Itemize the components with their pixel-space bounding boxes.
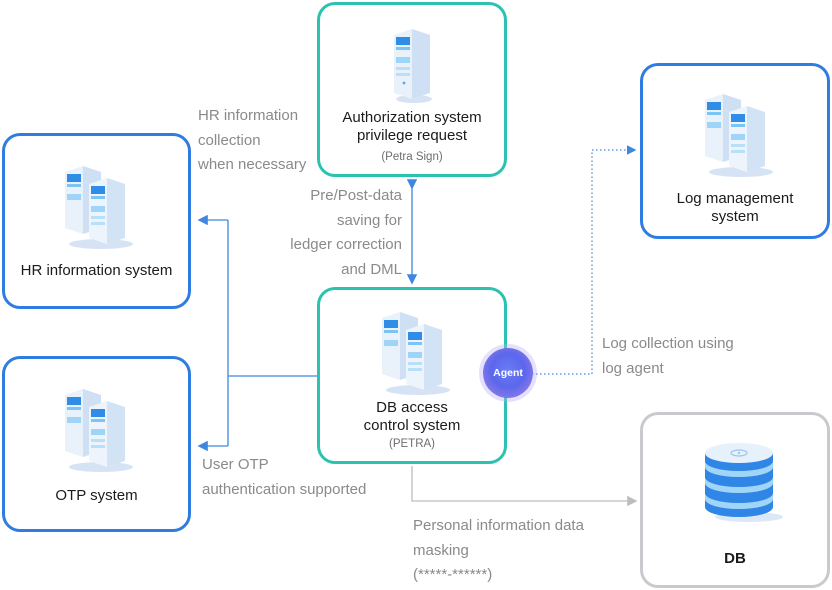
db-title: DB xyxy=(724,550,746,567)
log-management-title-line1: Log management xyxy=(676,190,794,207)
db-access-title-line1: DB access xyxy=(376,399,448,416)
log-collection-note: Log collection using log agent xyxy=(602,335,734,377)
hr-system-node: HR information system xyxy=(2,133,191,309)
authorization-title-line1: Authorization system xyxy=(342,109,482,126)
otp-auth-note: User OTP authentication supported xyxy=(202,456,367,498)
log-management-title-line2: system xyxy=(711,208,759,225)
db-access-title-line2: control system xyxy=(363,417,461,434)
log-agent-dotted-line xyxy=(532,145,637,375)
masking-connector xyxy=(411,466,638,507)
db-access-control-node: DB access control system (PETRA) xyxy=(317,287,507,464)
db-node: DB xyxy=(640,412,830,588)
db-access-subtitle: (PETRA) xyxy=(389,438,435,450)
masking-note: Personal information data masking (*****… xyxy=(413,517,584,583)
authorization-system-node: Authorization system privilege request (… xyxy=(317,2,507,177)
authorization-title-line2: privilege request xyxy=(356,127,468,144)
agent-badge: Agent xyxy=(483,348,533,398)
hr-collection-note: HR information collection when necessary xyxy=(198,107,307,173)
hr-title: HR information system xyxy=(20,262,173,279)
server-icon xyxy=(65,166,133,249)
log-management-node: Log management system xyxy=(640,63,830,239)
pre-post-data-note: Pre/Post-data saving for ledger correcti… xyxy=(290,187,402,278)
server-icon xyxy=(705,94,773,177)
server-icon xyxy=(394,29,432,103)
otp-title: OTP system xyxy=(55,487,138,504)
server-icon xyxy=(65,389,133,472)
otp-system-node: OTP system xyxy=(2,356,191,532)
authorization-subtitle: (Petra Sign) xyxy=(381,151,443,163)
server-icon xyxy=(382,312,450,395)
database-icon xyxy=(705,443,783,522)
